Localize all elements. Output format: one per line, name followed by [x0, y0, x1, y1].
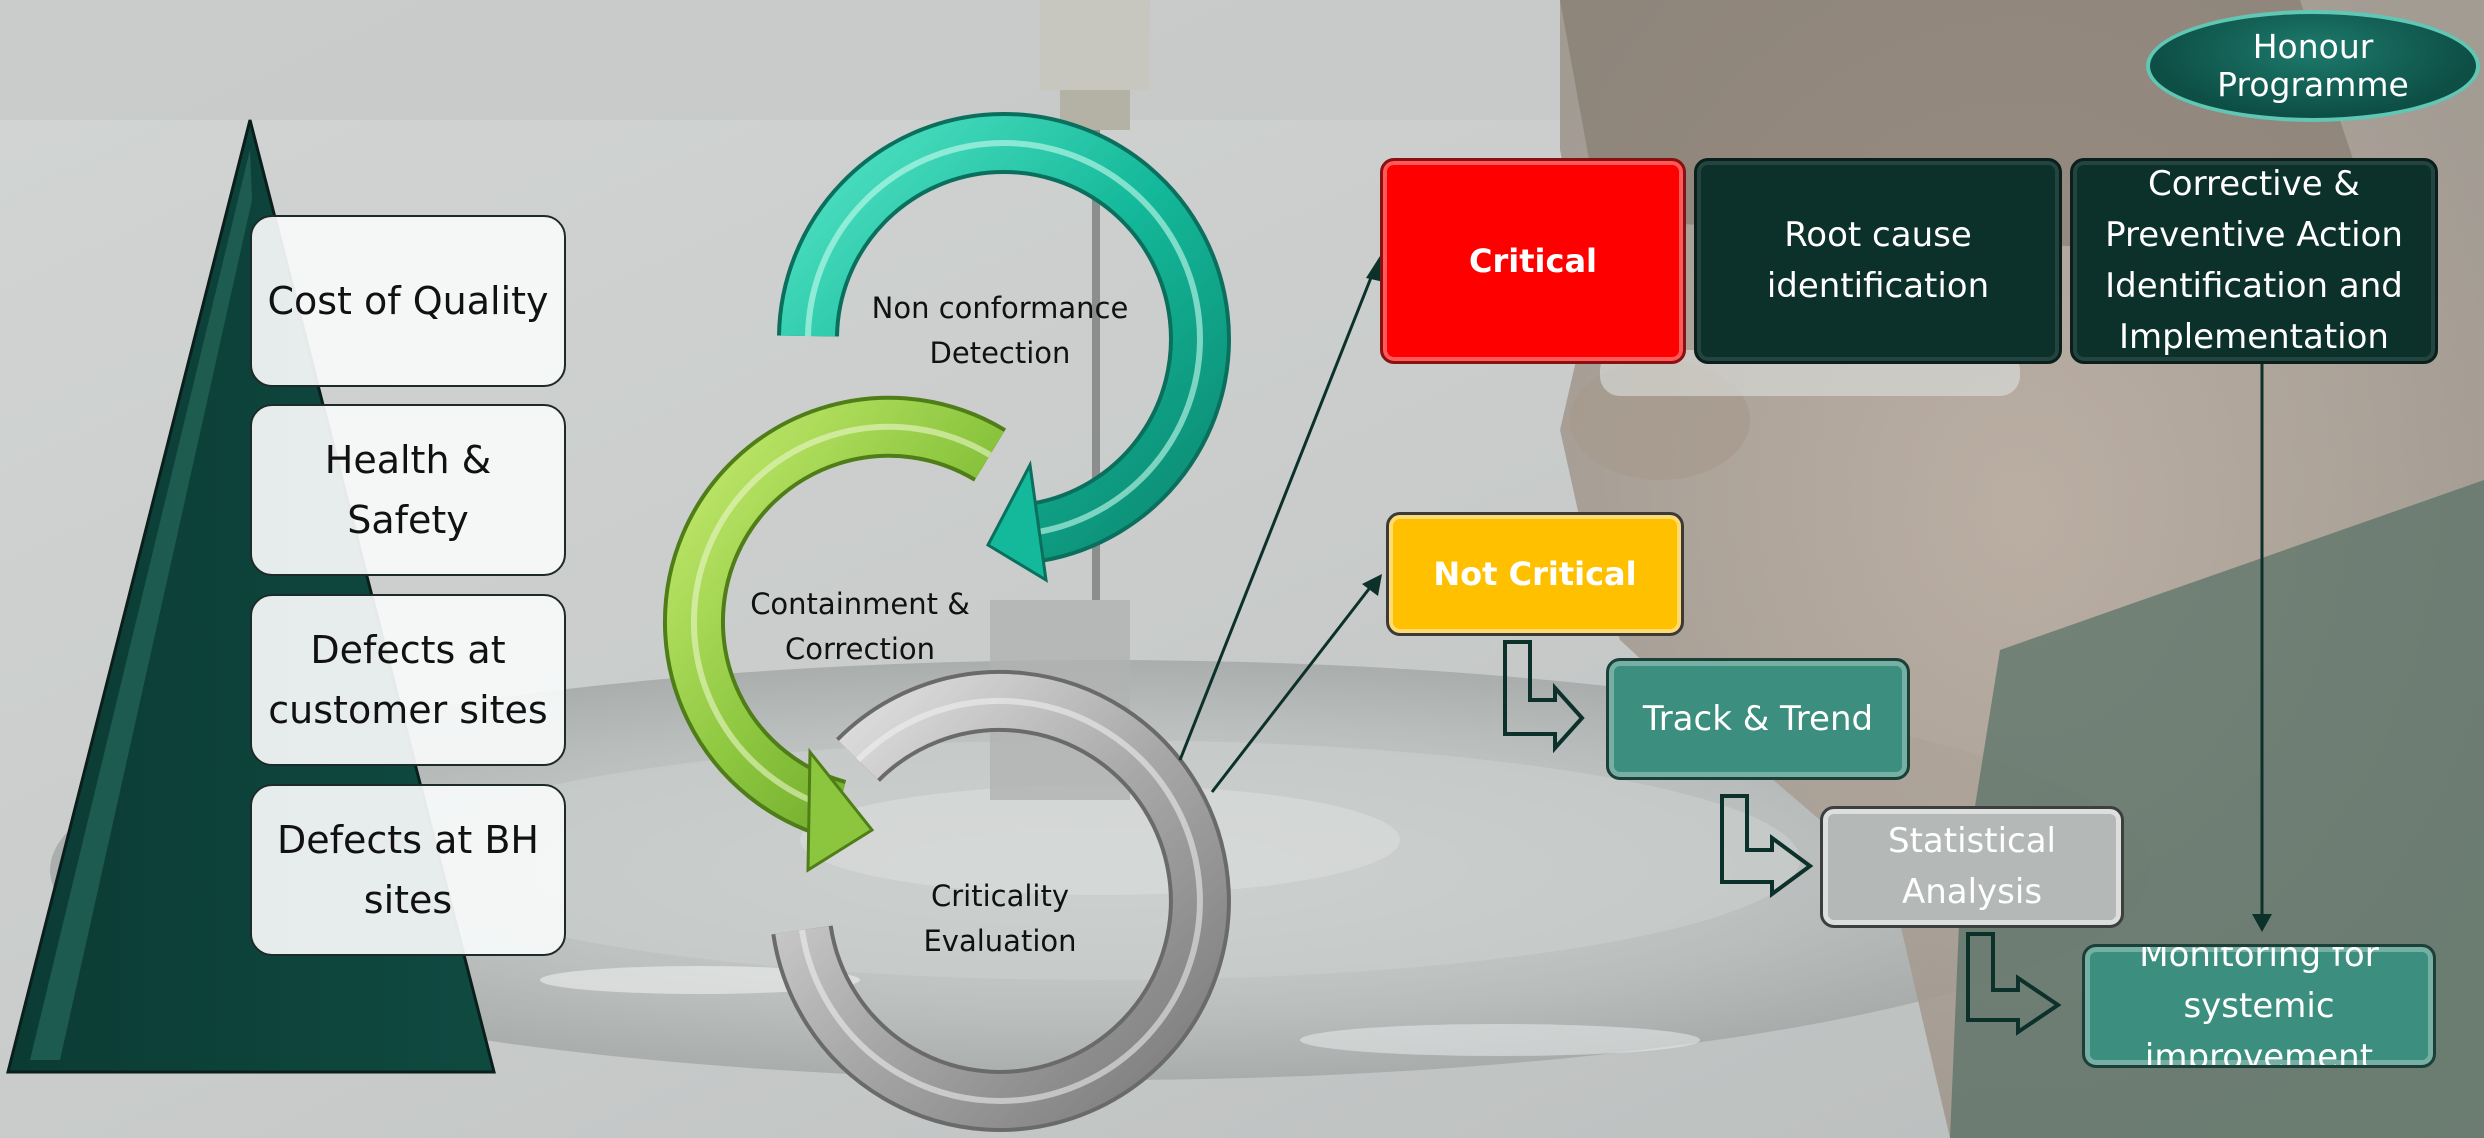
containment-correction-arrow: [662, 395, 1007, 873]
step-label: Containment &: [750, 587, 970, 621]
step-criticality-evaluation: Criticality Evaluation: [880, 874, 1120, 964]
monitoring-label: Monitoring for: [2139, 944, 2379, 975]
pyramid-item-label: Safety: [347, 498, 469, 542]
bent-arrow-to-monitoring: [1966, 932, 2062, 1036]
capa-label: Corrective &: [2148, 164, 2360, 204]
statistical-label: Statistical: [1888, 821, 2056, 861]
pyramid-item-label: Defects at: [310, 628, 506, 672]
root-cause-box: Root cause identification: [1694, 158, 2062, 364]
statistical-label: Analysis: [1901, 872, 2043, 912]
capa-box: Corrective & Preventive Action Identific…: [2070, 158, 2438, 364]
capa-label: Implementation: [2119, 317, 2389, 357]
bent-arrow-to-track-trend: [1503, 640, 1585, 754]
not-critical-label: Not Critical: [1433, 554, 1637, 593]
pyramid-item-label: customer sites: [268, 688, 548, 732]
connector-to-not-critical: [1210, 574, 1382, 793]
pyramid-item-defects-customer: Defects at customer sites: [250, 594, 566, 766]
connector-to-critical: [1178, 256, 1384, 761]
pyramid-item-health-safety: Health & Safety: [250, 404, 566, 576]
critical-box: Critical: [1380, 158, 1686, 364]
track-trend-box: Track & Trend: [1606, 658, 1910, 780]
step-label: Evaluation: [923, 924, 1077, 958]
capa-label: Identification and: [2105, 266, 2403, 306]
step-label: Correction: [784, 632, 936, 666]
capa-label: Preventive Action: [2105, 215, 2403, 255]
step-label: Detection: [929, 336, 1071, 370]
critical-label: Critical: [1468, 241, 1598, 280]
track-trend-label: Track & Trend: [1642, 698, 1874, 739]
step-label: Non conformance: [871, 291, 1129, 325]
monitoring-box: Monitoring for systemic improvement: [2082, 944, 2436, 1068]
monitoring-label: systemic: [2183, 985, 2335, 1026]
bent-arrow-to-statistical: [1720, 794, 1814, 898]
honour-label: Honour: [2252, 27, 2374, 66]
honour-programme-badge: Honour Programme: [2146, 10, 2480, 122]
step-label: Criticality: [930, 879, 1070, 913]
pyramid-item-defects-bh: Defects at BH sites: [250, 784, 566, 956]
connector-capa-to-monitoring: [2252, 362, 2272, 932]
honour-label: Programme: [2217, 65, 2409, 104]
pyramid-item-label: Cost of Quality: [267, 279, 549, 323]
root-cause-label: Root cause: [1784, 215, 1972, 255]
pyramid-item-label: sites: [363, 878, 453, 922]
criticality-evaluation-arrow: [771, 670, 1231, 1132]
pyramid-item-label: Defects at BH: [277, 818, 539, 862]
monitoring-label: improvement: [2144, 1036, 2374, 1068]
pyramid-item-cost-of-quality: Cost of Quality: [250, 215, 566, 387]
pyramid-item-label: Health &: [324, 438, 492, 482]
non-conformance-detection-arrow: [777, 111, 1231, 583]
not-critical-box: Not Critical: [1386, 512, 1684, 636]
step-non-conformance-detection: Non conformance Detection: [850, 286, 1150, 376]
step-containment-correction: Containment & Correction: [720, 582, 1000, 672]
root-cause-label: identification: [1766, 266, 1990, 306]
statistical-analysis-box: Statistical Analysis: [1820, 806, 2124, 928]
